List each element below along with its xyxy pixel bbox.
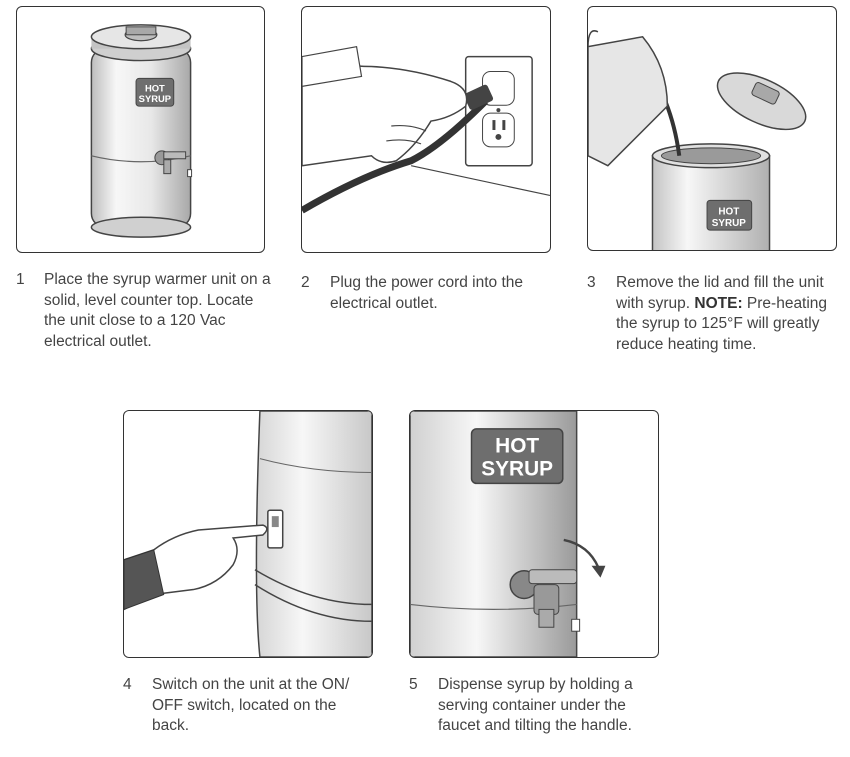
syrup-warmer-illustration: HOT SYRUP: [90, 24, 193, 238]
arrow-icon: [563, 538, 606, 578]
illustration-panel-3: HOT SYRUP: [587, 6, 837, 251]
sign-line-2: SYRUP: [712, 218, 747, 229]
step-3: 3 Remove the lid and fill the unit with …: [587, 273, 837, 377]
pitcher-icon: [588, 30, 669, 167]
step-number: 3: [587, 274, 596, 291]
step-number: 5: [409, 676, 418, 693]
step-4: 4 Switch on the unit at the ON/ OFF swit…: [123, 675, 383, 739]
step-number: 4: [123, 676, 132, 693]
sign-line-1: HOT: [495, 435, 539, 458]
step-text: Switch on the unit at the ON/ OFF switch…: [152, 676, 350, 734]
step-number: 1: [16, 271, 25, 288]
step-text-part: Remove the lid and fill the unit with sy…: [616, 274, 824, 312]
step-text: Place the syrup warmer unit on a solid, …: [44, 271, 271, 350]
switch-icon: [267, 509, 284, 549]
hot-syrup-sign: HOT SYRUP: [135, 77, 175, 107]
illustration-panel-1: HOT SYRUP: [16, 6, 265, 253]
step-1: 1 Place the syrup warmer unit on a solid…: [16, 270, 286, 354]
sign-line-1: HOT: [145, 82, 165, 93]
sign-line-2: SYRUP: [139, 93, 171, 104]
sign-line-2: SYRUP: [481, 457, 553, 480]
hand-icon: [124, 524, 268, 611]
plug-outlet-illustration: [302, 45, 550, 214]
fill-syrup-illustration: HOT SYRUP: [588, 30, 807, 250]
illustration-panel-5: HOT SYRUP: [409, 410, 659, 658]
illustration-panel-4: [123, 410, 373, 658]
step-text: Plug the power cord into the electrical …: [330, 274, 524, 312]
step-number: 2: [301, 274, 310, 291]
faucet-icon: [509, 569, 581, 632]
step-text: Remove the lid and fill the unit with sy…: [616, 273, 831, 355]
step-text-part: Pre-heating the syrup to 125°F will grea…: [616, 294, 828, 353]
lid-icon: [716, 72, 807, 131]
step-text: Dispense syrup by holding a serving cont…: [438, 676, 633, 734]
faucet-icon: [154, 150, 193, 178]
hot-syrup-sign-3: HOT SYRUP: [706, 199, 753, 231]
step-5: 5 Dispense syrup by holding a serving co…: [409, 675, 669, 739]
note-label: NOTE:: [694, 294, 743, 312]
illustration-panel-2: [301, 6, 551, 253]
sign-line-1: HOT: [718, 206, 739, 217]
step-2: 2 Plug the power cord into the electrica…: [301, 273, 561, 317]
switch-illustration: [124, 411, 372, 657]
dispense-illustration: HOT SYRUP: [410, 411, 606, 657]
hot-syrup-sign-5: HOT SYRUP: [470, 428, 564, 485]
hand-icon: [302, 45, 468, 167]
